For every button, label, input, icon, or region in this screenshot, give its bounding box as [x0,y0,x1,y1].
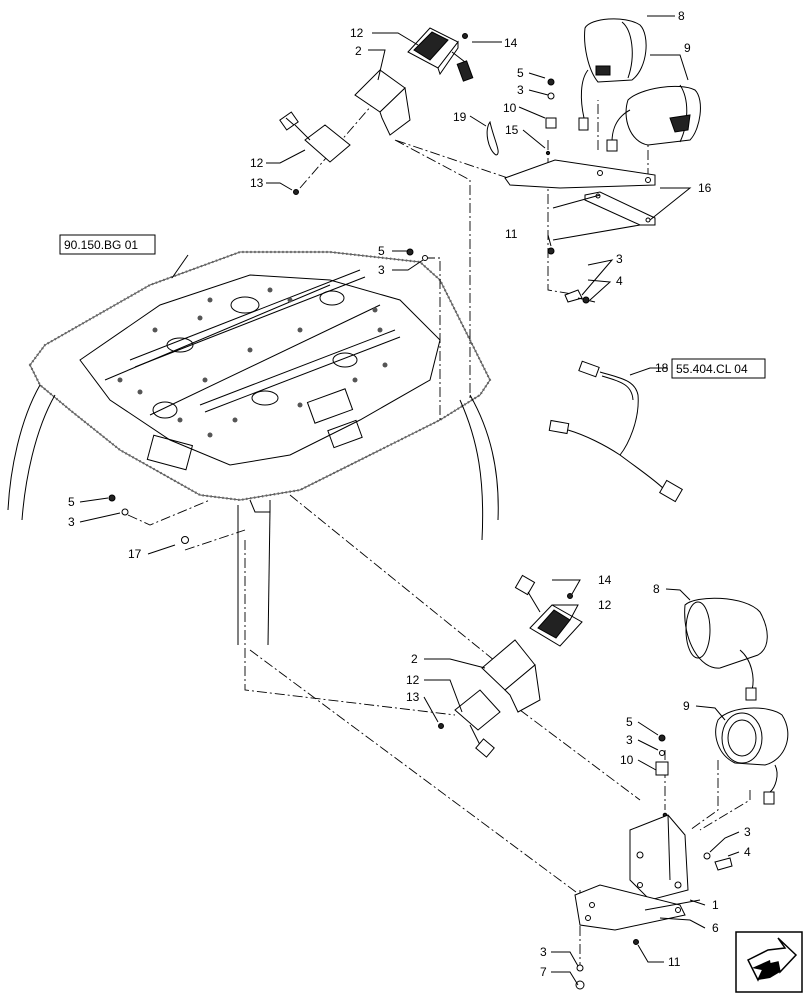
light-bracket-bottom [574,814,701,931]
callout-5: 5 [626,715,633,729]
callout-11: 11 [668,955,681,969]
callout-18: 18 [655,361,669,375]
callout-14: 14 [504,36,518,50]
callout-3: 3 [744,825,751,839]
control-module-top [407,27,474,82]
reference-harness-label: 55.404.CL 04 [676,362,748,376]
callout-9: 9 [684,41,691,55]
callout-2: 2 [411,652,418,666]
work-light-9-bottom [715,707,789,805]
leader-lines [79,15,740,986]
callout-9: 9 [683,699,690,713]
callout-4: 4 [744,845,751,859]
callout-10: 10 [503,101,517,115]
callout-7: 7 [540,965,547,979]
callout-8: 8 [678,9,685,23]
work-light-9-top [606,84,701,152]
cab-roof-assembly [7,250,499,646]
callout-13: 13 [406,690,420,704]
callout-3: 3 [626,733,633,747]
callout-8: 8 [653,582,660,596]
callout-13: 13 [250,176,264,190]
callout-12: 12 [350,26,364,40]
callout-10: 10 [620,753,634,767]
callout-3: 3 [68,515,75,529]
callout-5: 5 [378,244,385,258]
bracket-top [354,69,411,136]
callout-15: 15 [505,123,519,137]
work-light-8-bottom [684,597,768,701]
callout-5: 5 [517,66,524,80]
callout-12: 12 [598,598,612,612]
callout-3: 3 [616,252,623,266]
callout-4: 4 [616,274,623,288]
callout-12: 12 [250,156,264,170]
roof-hardware [108,248,428,544]
callout-5: 5 [68,495,75,509]
relay-plate-top [279,111,351,163]
module-assembly-top [279,27,474,195]
reference-harness[interactable]: 55.404.CL 04 [671,358,766,379]
callout-6: 6 [712,921,719,935]
callout-19: 19 [453,110,467,124]
reference-roof[interactable]: 90.150.BG 01 [59,234,156,255]
callout-2: 2 [355,44,362,58]
callout-17: 17 [128,547,142,561]
callout-14: 14 [598,573,612,587]
relay-plate-bottom [454,689,501,758]
wiring-harness [548,360,683,503]
light-bracket-top [486,78,656,304]
callout-11: 11 [505,227,518,241]
callout-3: 3 [517,83,524,97]
work-light-8-top [578,18,647,131]
callout-3: 3 [378,263,385,277]
bracket-bottom [481,639,541,713]
module-assembly-bottom [438,574,583,758]
callout-3: 3 [540,945,547,959]
control-module-bottom [514,574,583,647]
callout-1: 1 [712,898,719,912]
callout-12: 12 [406,673,420,687]
lower-hardware [575,734,733,990]
next-page-arrow-icon[interactable] [735,931,803,993]
reference-roof-label: 90.150.BG 01 [64,238,138,252]
callout-16: 16 [698,181,712,195]
callout-labels: 12 2 14 8 9 5 3 10 19 15 12 13 16 11 5 3… [68,9,751,979]
